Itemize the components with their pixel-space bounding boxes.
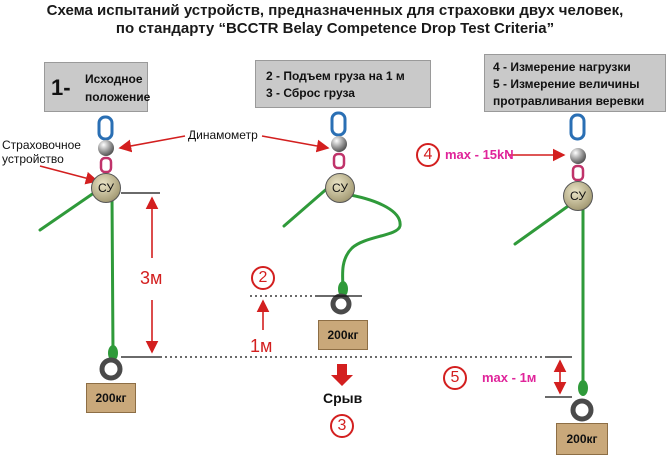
- step-1-text-2: положение: [85, 90, 151, 104]
- weight-1: 200кг: [86, 383, 136, 413]
- step-2-3-box: 2 - Подъем груза на 1 м 3 - Сброс груза: [255, 60, 431, 108]
- step-5-text-2: протравливания веревки: [493, 94, 645, 108]
- arrow-belay-device: [39, 165, 99, 185]
- weight-2: 200кг: [318, 320, 368, 350]
- belay-device-3: СУ: [563, 181, 593, 211]
- carabiner-3: [569, 113, 586, 141]
- step-1-number: 1-: [51, 75, 71, 100]
- step-circle-3: 3: [330, 414, 354, 438]
- link-1: [99, 156, 113, 174]
- max-slip-label: max - 1м: [482, 370, 537, 385]
- step-1-text-1: Исходное: [85, 72, 143, 86]
- ring-2: [330, 293, 352, 315]
- title-line-2: по стандарту “BCCTR Belay Competence Dro…: [115, 20, 555, 37]
- dynamometer-label: Динамометр: [188, 128, 258, 142]
- link-3: [571, 164, 585, 182]
- step-4-5-box: 4 - Измерение нагрузки 5 - Измерение вел…: [484, 54, 666, 112]
- height-1m-label: 1м: [250, 336, 273, 356]
- ring-1: [99, 357, 123, 381]
- dynamometer-2: [331, 136, 347, 152]
- fall-arrow: [331, 364, 353, 386]
- knot-3: [578, 380, 588, 396]
- dynamometer-1: [98, 140, 114, 156]
- step-3-text: 3 - Сброс груза: [266, 86, 355, 100]
- dynamometer-3: [570, 148, 586, 164]
- rope-1-load: [110, 194, 115, 354]
- rope-2-load: [341, 192, 402, 298]
- rope-2-free: [282, 184, 332, 228]
- rope-3-free: [513, 202, 573, 246]
- fall-label: Срыв: [323, 390, 363, 406]
- step-circle-4: 4: [416, 143, 440, 167]
- step-1-box: 1- Исходное положение: [44, 62, 151, 112]
- step-5-text-1: 5 - Измерение величины: [493, 77, 640, 91]
- belay-device-label-1: Страховочное: [2, 138, 81, 152]
- link-2: [332, 152, 346, 170]
- step-4-text: 4 - Измерение нагрузки: [493, 60, 631, 74]
- knot-1: [108, 345, 118, 361]
- max-load-label: max - 15kN: [445, 147, 514, 162]
- title-line-1: Схема испытаний устройств, предназначенн…: [46, 2, 624, 19]
- belay-device-label: Страховочное устройство: [2, 138, 81, 166]
- weight-3: 200кг: [556, 423, 608, 455]
- page-title: Схема испытаний устройств, предназначенн…: [0, 2, 670, 38]
- ring-3: [570, 398, 594, 422]
- step-2-text: 2 - Подъем груза на 1 м: [266, 69, 405, 83]
- belay-device-1: СУ: [91, 173, 121, 203]
- belay-device-2: СУ: [325, 173, 355, 203]
- carabiner-2: [330, 111, 347, 137]
- arrow-dynamometer-right: [261, 135, 330, 153]
- knot-2: [338, 281, 348, 297]
- height-3m-label: 3м: [140, 268, 163, 288]
- arrow-dynamometer-left: [118, 135, 186, 153]
- step-circle-5: 5: [443, 366, 467, 390]
- carabiner-1: [97, 115, 114, 141]
- belay-device-label-2: устройство: [2, 152, 64, 166]
- step-circle-2: 2: [251, 266, 275, 290]
